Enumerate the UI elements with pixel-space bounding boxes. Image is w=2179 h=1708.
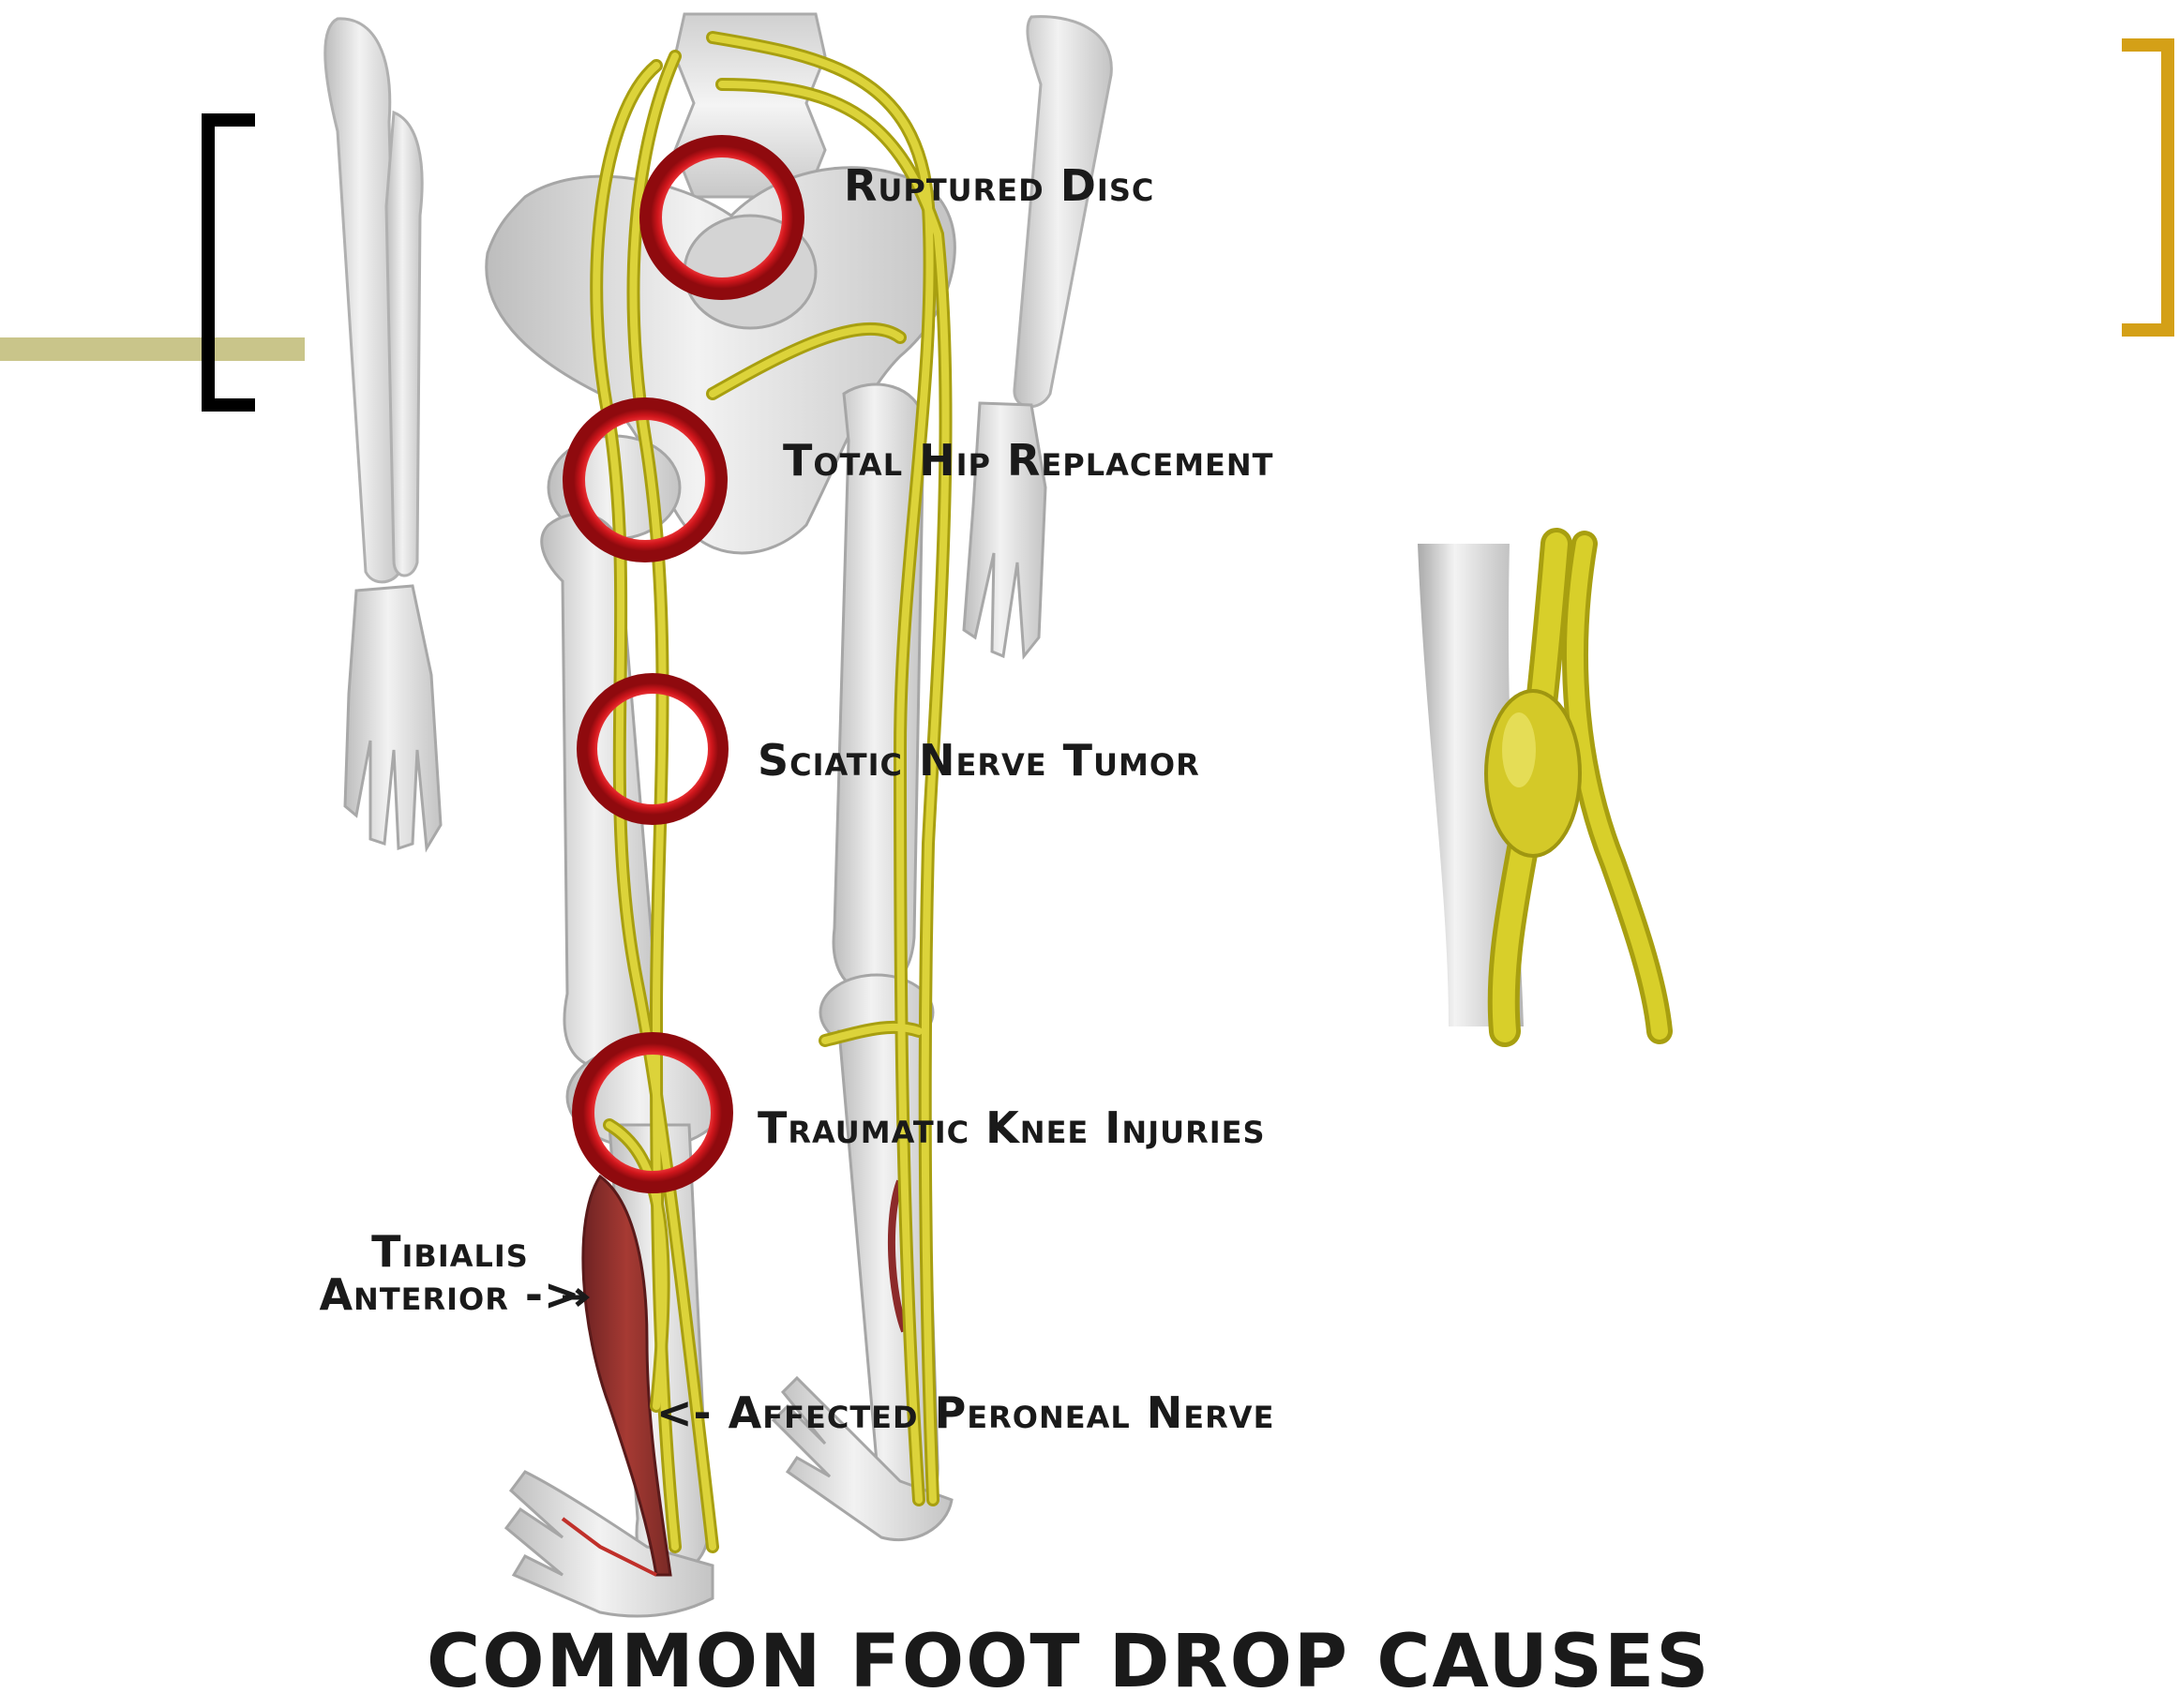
- pelvis: [485, 166, 956, 555]
- skeleton: [323, 12, 1113, 1618]
- left-forearm-bone: [384, 110, 424, 577]
- label-tibialis-anterior: Tibialis Anterior ->: [309, 1230, 591, 1316]
- left-hand-bones: [343, 584, 443, 853]
- arrows: [563, 1288, 591, 1307]
- tibialis-arrow: [563, 1288, 591, 1307]
- highlight-rings: [563, 135, 804, 1193]
- nerve-tumor-inset: [1418, 528, 1673, 1047]
- label-tibialis-line2: Anterior ->: [319, 1269, 581, 1320]
- slide-decoration: [0, 38, 2174, 412]
- nerves: [590, 31, 953, 1553]
- right-hand-bones: [962, 401, 1047, 660]
- right-arm-bone: [1013, 15, 1113, 409]
- right-foot: [771, 1375, 954, 1542]
- label-total-hip-replacement: Total Hip Replacement: [783, 435, 1274, 486]
- ring-total-hip-replacement: [563, 397, 728, 562]
- ring-traumatic-knee-injuries: [572, 1032, 733, 1193]
- diagram-title: COMMON FOOT DROP CAUSES: [427, 1620, 1711, 1704]
- label-sciatic-nerve-tumor: Sciatic Nerve Tumor: [758, 735, 1200, 786]
- tibialis-anterior-muscle: [561, 1174, 909, 1577]
- ring-ruptured-disc: [639, 135, 804, 300]
- ring-sciatic-nerve-tumor: [577, 673, 729, 825]
- inset-tumor: [1484, 689, 1582, 858]
- left-bracket: [202, 113, 255, 412]
- right-bracket: [2122, 38, 2174, 337]
- label-tibialis-line1: Tibialis: [371, 1226, 529, 1277]
- label-traumatic-knee-injuries: Traumatic Knee Injuries: [758, 1102, 1266, 1153]
- left-arm-bone: [323, 17, 403, 584]
- label-ruptured-disc: Ruptured Disc: [844, 160, 1155, 211]
- label-affected-peroneal-nerve: <- Affected Peroneal Nerve: [656, 1387, 1275, 1438]
- horizontal-rule: [0, 337, 305, 361]
- left-foot: [503, 1470, 714, 1618]
